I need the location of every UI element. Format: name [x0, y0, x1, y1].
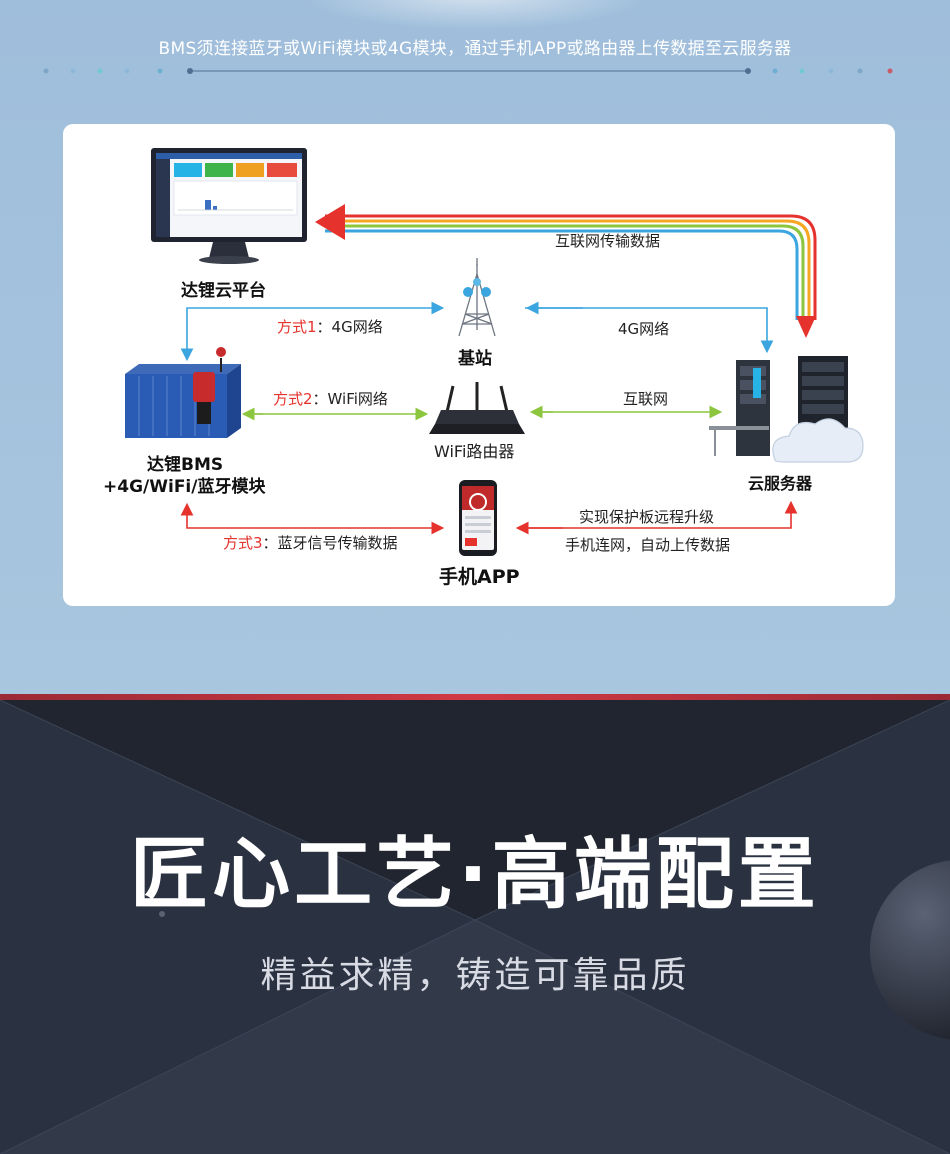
diagram-graphics — [125, 148, 864, 556]
node-router: WiFi路由器 — [434, 442, 515, 461]
section-divider — [0, 694, 950, 700]
method2-prefix: 方式2 — [273, 390, 313, 408]
top-section: BMS须连接蓝牙或WiFi模块或4G模块，通过手机APP或路由器上传数据至云服务… — [0, 0, 950, 696]
router-icon — [429, 382, 525, 434]
banner-background — [0, 700, 950, 1154]
edge-right-4g: 4G网络 — [618, 320, 670, 338]
edge-phone-upload: 手机连网，自动上传数据 — [565, 536, 731, 554]
top-glow — [300, 0, 650, 30]
arrow-bluetooth — [180, 502, 437, 529]
edge-internet-transfer: 互联网传输数据 — [555, 232, 661, 250]
banner-title: 匠心工艺·高端配置 — [130, 830, 820, 920]
edge-method3: 方式3：蓝牙信号传输数据 — [223, 532, 398, 553]
node-base-station: 基站 — [458, 349, 492, 369]
edge-method1: 方式1：4G网络 — [277, 316, 383, 337]
phone-icon — [459, 480, 497, 556]
base-station-icon — [458, 258, 496, 337]
battery-pack-icon — [125, 347, 241, 438]
header-subtitle: BMS须连接蓝牙或WiFi模块或4G模块，通过手机APP或路由器上传数据至云服务… — [158, 39, 792, 59]
node-phone-app: 手机APP — [439, 566, 520, 588]
edge-right-internet: 互联网 — [623, 390, 669, 408]
banner-section: 匠心工艺·高端配置 精益求精，铸造可靠品质 — [0, 700, 950, 1154]
method2-text: ：WiFi网络 — [312, 390, 388, 408]
diagram-card: 达锂云平台 互联网传输数据 方式1：4G网络 4G网络 基站 方式2：WiFi网… — [63, 124, 895, 606]
banner-subtitle: 精益求精，铸造可靠品质 — [260, 955, 690, 996]
method3-prefix: 方式3 — [223, 534, 263, 552]
arrow-phone-cloud — [515, 500, 798, 535]
node-platform: 达锂云平台 — [181, 281, 266, 301]
dotted-divider — [43, 68, 893, 74]
method1-prefix: 方式1 — [277, 318, 317, 336]
method3-text: ：蓝牙信号传输数据 — [262, 534, 398, 552]
edge-method2: 方式2：WiFi网络 — [273, 388, 388, 409]
node-bms-line1: 达锂BMS — [147, 455, 224, 475]
edge-remote-upgrade: 实现保护板远程升级 — [579, 508, 715, 526]
arrow-4g-left — [180, 307, 438, 362]
method1-text: ：4G网络 — [316, 318, 383, 336]
node-cloud-server: 云服务器 — [748, 474, 813, 493]
arrow-4g-right — [525, 301, 774, 354]
monitor-icon — [151, 148, 307, 264]
node-bms-line2: +4G/WiFi/蓝牙模块 — [103, 477, 266, 497]
internet-transfer-arrow — [315, 204, 817, 338]
cloud-server-icon — [709, 356, 864, 463]
